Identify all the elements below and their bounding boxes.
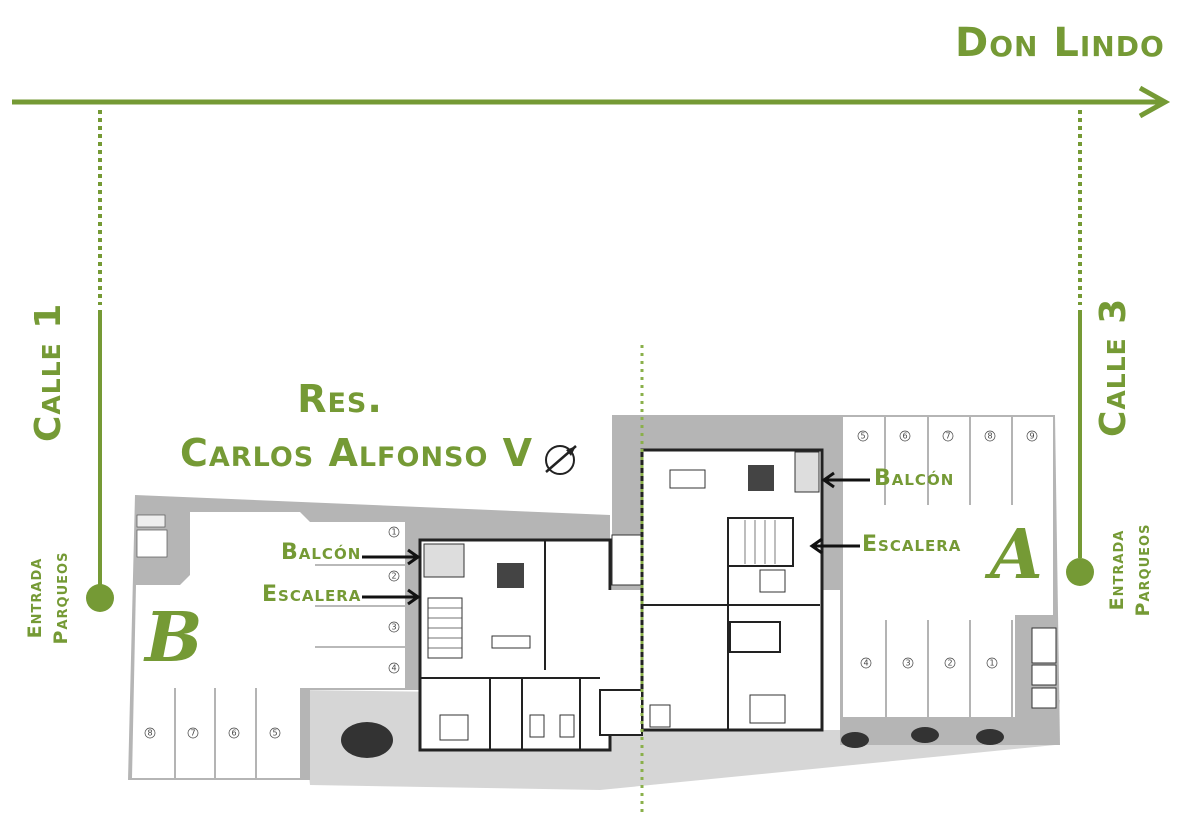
entrance-left-line1: Entrada — [24, 557, 46, 639]
escalera-label-b: Escalera — [262, 582, 362, 607]
parking-a-top-3: 7 — [945, 432, 950, 441]
entrance-label-left: Entrada Parqueos — [22, 543, 78, 653]
compass-icon — [545, 445, 577, 475]
parking-a-top-1: 5 — [860, 432, 865, 441]
building-a — [599, 415, 840, 736]
parking-a-top-4: 8 — [987, 432, 992, 441]
parking-b-2: 2 — [391, 572, 396, 581]
residence-line2: Carlos Alfonso V — [180, 431, 534, 475]
entrance-right-line1: Entrada — [1106, 529, 1128, 611]
street-label-left: Calle 1 — [28, 302, 69, 442]
parking-a-bottom-3: 2 — [947, 659, 952, 668]
balcon-label-b: Balcón — [281, 540, 362, 565]
parking-a-top-2: 6 — [902, 432, 907, 441]
parking-b-bottom-1: 8 — [147, 729, 152, 738]
don-lindo-road-arrow — [12, 85, 1171, 119]
entrance-right-line2: Parqueos — [1132, 523, 1154, 617]
block-b-label: B — [145, 598, 203, 678]
street-label-right: Calle 3 — [1093, 297, 1134, 437]
parking-a-top-5: 9 — [1029, 432, 1034, 441]
calle-3-path — [1066, 110, 1094, 586]
escalera-label-a: Escalera — [862, 532, 962, 557]
parking-number-labels: 1 2 3 4 8 7 6 5 5 6 7 8 9 4 3 2 1 — [147, 432, 1034, 738]
parking-a — [840, 415, 1060, 748]
parking-b-3: 3 — [391, 623, 396, 632]
balcon-label-a: Balcón — [874, 466, 955, 491]
block-a-label: A — [990, 515, 1043, 595]
callout-arrows — [362, 471, 870, 606]
parking-b-1: 1 — [391, 528, 396, 537]
entrance-left-line2: Parqueos — [50, 551, 72, 645]
parking-b-bottom-4: 5 — [272, 729, 277, 738]
building-b — [418, 538, 612, 752]
entrance-label-right: Entrada Parqueos — [1104, 515, 1160, 625]
residence-name: Res. Carlos Alfonso V — [180, 372, 534, 480]
parking-numbers — [144, 430, 1038, 739]
parking-a-bottom-4: 1 — [989, 659, 994, 668]
residence-line1: Res. — [297, 377, 383, 421]
parking-b — [128, 495, 610, 780]
parking-a-bottom-1: 4 — [863, 659, 868, 668]
parking-a-bottom-2: 3 — [905, 659, 910, 668]
calle-1-path — [86, 110, 114, 612]
parking-b-bottom-3: 6 — [231, 729, 236, 738]
parking-b-4: 4 — [391, 664, 396, 673]
parking-b-bottom-2: 7 — [190, 729, 195, 738]
road-title: Don Lindo — [955, 20, 1165, 66]
